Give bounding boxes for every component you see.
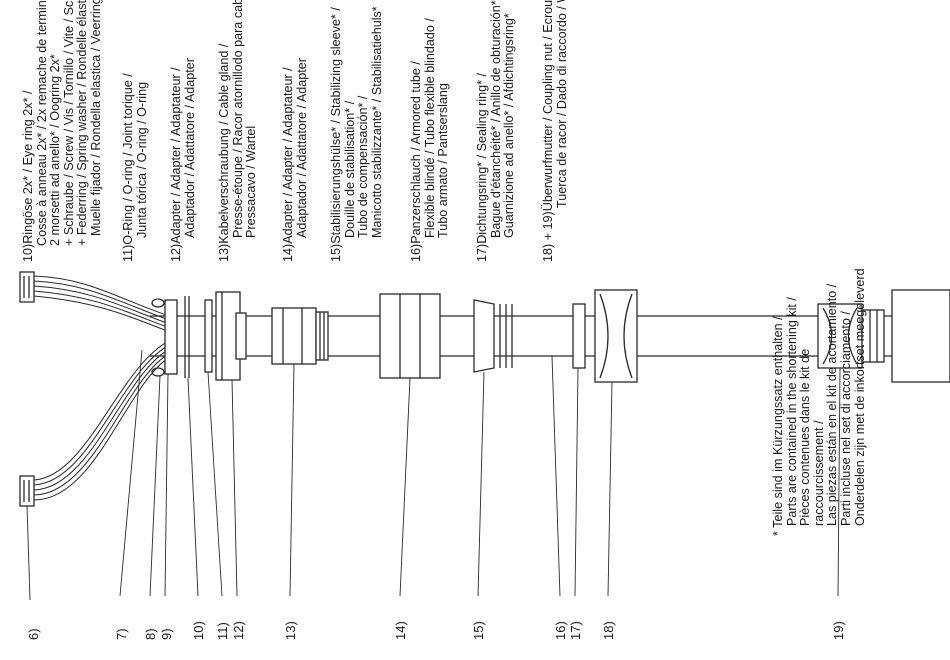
callout-11: 11) [215,622,230,640]
callout-8: 8) [143,628,158,640]
adapter-flange [215,291,247,381]
legend-item-14: 14) Adapter / Adapter / Adaptateur / Ada… [281,58,309,262]
legend-item-15: 15) Stabilisierungshülse* / Stabilizing … [329,6,384,262]
eye-ring-set [151,296,190,378]
device-housing [891,289,950,383]
legend-item-12: 12) Adapter / Adapter / Adaptateur / Ada… [169,58,197,262]
callout-12: 12) [231,621,246,640]
sealing-ring [572,303,586,369]
o-ring [204,299,213,373]
callout-13: 13) [283,621,298,640]
cable-gland [271,307,329,365]
stabilizing-sleeve [473,299,513,373]
legend-item-16: 16) Panzerschlauch / Armored tube / Flex… [409,18,451,262]
adapter-nut [379,293,441,379]
callout-17: 17) [568,621,583,640]
legend-item-11: 11) O-Ring / O-ring / Joint torique / Ju… [121,73,149,262]
connector-plug-top [19,271,35,303]
callout-10: 10) [191,621,206,640]
legend-item-18-19: 18) + 19) Überwurfmutter / Coupling nut … [541,0,569,262]
legend-item-10: 10) Ringöse 2x* / Eye ring 2x* / Cosse à… [21,0,103,262]
callout-7: 7) [114,628,129,640]
legend-item-17: 17) Dichtungsring* / Sealing ring* / Bag… [475,0,517,262]
callout-14: 14) [393,621,408,640]
wire-bundle [33,275,176,501]
callout-18: 18) [601,621,616,640]
callout-15: 15) [471,621,486,640]
callout-labels: 6) 7) 8) 9) 10) 11) 12) 13) 14) 15) 16) … [26,621,846,640]
callout-19: 19) [831,621,846,640]
footnote: * Teile sind im Kürzungssatz enthalten /… [771,268,867,536]
legend-item-13: 13) Kabelverschraubung / Cable gland / P… [217,0,259,262]
coupling-nut-end [817,303,885,369]
leader-lines [26,349,841,601]
coupling-nut [594,289,638,383]
callout-6: 6) [26,628,41,640]
callout-9: 9) [159,628,174,640]
callout-16: 16) [553,621,568,640]
